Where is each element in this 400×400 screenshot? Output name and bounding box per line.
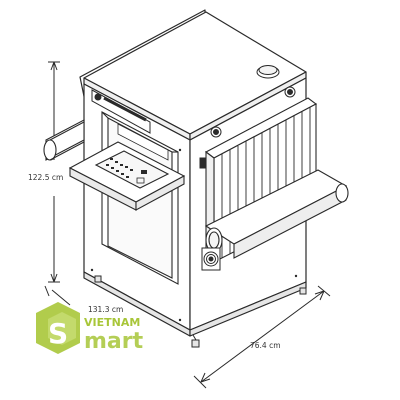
- left-conveyor: [43, 119, 85, 161]
- svg-text:S: S: [48, 317, 68, 350]
- feet: [94, 275, 307, 348]
- top-cap: [256, 65, 280, 79]
- brand-plate: [91, 89, 151, 134]
- warning-light-icon: [210, 86, 296, 138]
- height-dimension: [48, 61, 60, 283]
- width-label: 131.3 cm: [88, 305, 123, 314]
- watermark-logo: S VIETNAM mart: [36, 302, 144, 354]
- watermark-line2: mart: [84, 329, 144, 354]
- lead-curtain: [117, 123, 169, 161]
- fan-grille-icon: [201, 247, 221, 271]
- right-conveyor: [204, 169, 349, 259]
- watermark-line1: VIETNAM: [84, 316, 140, 329]
- panel-screws: [90, 148, 298, 322]
- height-label: 122.5 cm: [28, 173, 63, 182]
- depth-dimension: [193, 285, 331, 389]
- depth-label: 76.4 cm: [250, 341, 281, 350]
- side-bracket: [199, 157, 207, 169]
- control-keypad-icon: [106, 158, 147, 184]
